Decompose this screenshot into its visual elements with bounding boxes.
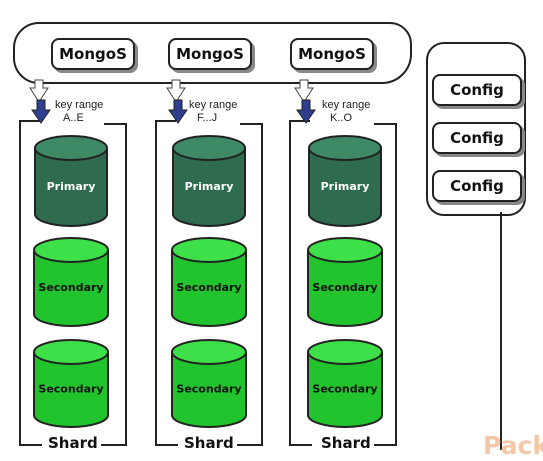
primary-db-body: [172, 148, 246, 227]
config-server-2: Config: [432, 122, 522, 154]
key-range-value: K..O: [330, 112, 353, 124]
shard-frame: [289, 120, 397, 446]
key-range-label-3: key range K..O: [322, 99, 370, 125]
primary-label: Primary: [185, 180, 234, 193]
key-range-value: A..E: [63, 112, 84, 124]
secondary-label: Secondary: [312, 383, 377, 396]
config-panel-edge: [500, 212, 502, 450]
mongos-router-2: MongoS: [168, 38, 252, 70]
secondary-label: Secondary: [312, 281, 377, 294]
shard-label-1: Shard: [45, 434, 101, 452]
shard-label-2: Shard: [181, 434, 237, 452]
mongos-label: MongoS: [59, 45, 127, 63]
config-server-group: [426, 42, 526, 216]
secondary-label: Secondary: [38, 281, 103, 294]
secondary-db-top: [307, 237, 383, 263]
primary-db-top: [308, 135, 382, 161]
config-label: Config: [450, 177, 504, 195]
mongos-label: MongoS: [176, 45, 244, 63]
arrow-down-icon: [296, 99, 316, 124]
config-label: Config: [450, 129, 504, 147]
primary-db-top: [34, 135, 108, 161]
mongos-router-1: MongoS: [51, 38, 135, 70]
key-range-caption: key range: [189, 99, 238, 111]
secondary-db-top: [33, 339, 109, 365]
key-range-label-1: key range A..E: [55, 99, 103, 125]
secondary-db-top: [171, 339, 247, 365]
secondary-db-body: [171, 352, 247, 428]
secondary-label: Secondary: [38, 383, 103, 396]
secondary-db-body: [307, 352, 383, 428]
secondary-db-top: [307, 339, 383, 365]
secondary-db-top: [33, 237, 109, 263]
primary-db-body: [34, 148, 108, 227]
secondary-db-body: [171, 250, 247, 327]
primary-label: Primary: [321, 180, 370, 193]
key-range-label-2: key range F...J: [189, 99, 237, 125]
config-server-3: Config: [432, 170, 522, 202]
config-server-1: Config: [432, 74, 522, 106]
primary-db-body: [308, 148, 382, 227]
secondary-db-body: [33, 352, 109, 428]
arrow-down-icon: [31, 99, 51, 124]
secondary-label: Secondary: [176, 383, 241, 396]
primary-db-top: [172, 135, 246, 161]
mongos-label: MongoS: [298, 45, 366, 63]
primary-label: Primary: [47, 180, 96, 193]
key-range-caption: key range: [322, 99, 371, 111]
secondary-db-body: [307, 250, 383, 327]
key-range-value: F...J: [197, 112, 218, 124]
mongos-router-3: MongoS: [290, 38, 374, 70]
secondary-db-top: [171, 237, 247, 263]
config-label: Config: [450, 81, 504, 99]
router-group: [13, 22, 412, 84]
shard-label-3: Shard: [318, 434, 374, 452]
shard-frame: [19, 120, 127, 446]
secondary-label: Secondary: [176, 281, 241, 294]
watermark: Pack: [483, 431, 543, 460]
arrow-up-icon: [294, 79, 314, 103]
arrow-down-icon: [168, 99, 188, 124]
arrow-up-icon: [29, 79, 49, 103]
arrow-up-icon: [166, 79, 186, 103]
shard-frame: [155, 120, 263, 446]
secondary-db-body: [33, 250, 109, 327]
key-range-caption: key range: [55, 99, 104, 111]
